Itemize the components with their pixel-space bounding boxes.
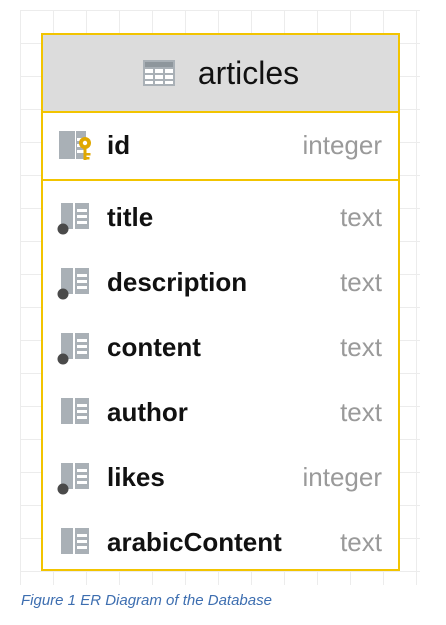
column-row-arabiccontent[interactable]: arabicContent text: [43, 522, 398, 562]
column-icon: [61, 528, 89, 554]
column-type: text: [340, 397, 382, 427]
required-column-icon: [57, 333, 89, 365]
column-row-id[interactable]: id integer: [43, 125, 398, 165]
column-name: likes: [107, 462, 165, 492]
column-type: integer: [302, 130, 383, 160]
column-type: text: [340, 267, 382, 297]
column-row-content[interactable]: content text: [43, 327, 398, 367]
column-name: content: [107, 332, 201, 362]
required-column-icon: [57, 203, 89, 235]
column-type: text: [340, 332, 382, 362]
table-header[interactable]: articles: [43, 35, 398, 113]
column-name: description: [107, 267, 248, 297]
column-row-likes[interactable]: likes integer: [43, 457, 398, 497]
table-name: articles: [197, 54, 300, 91]
column-type: integer: [302, 462, 383, 492]
column-name: arabicContent: [107, 527, 282, 557]
column-name: author: [107, 397, 188, 427]
column-row-title[interactable]: title text: [43, 197, 398, 237]
table-icon: [142, 60, 175, 86]
figure-caption: Figure 1 ER Diagram of the Database: [21, 592, 272, 609]
column-row-description[interactable]: description text: [43, 262, 398, 302]
column-name: id: [107, 130, 131, 160]
entity-table-articles[interactable]: articles id integer: [41, 33, 400, 571]
primary-key-column-icon: [59, 131, 91, 160]
required-column-icon: [57, 463, 89, 495]
column-name: title: [107, 202, 154, 232]
column-type: text: [340, 202, 382, 232]
column-row-author[interactable]: author text: [43, 392, 398, 432]
required-column-icon: [57, 268, 89, 300]
column-icon: [61, 398, 89, 424]
column-type: text: [340, 527, 382, 557]
primary-key-section: id integer: [43, 113, 398, 181]
